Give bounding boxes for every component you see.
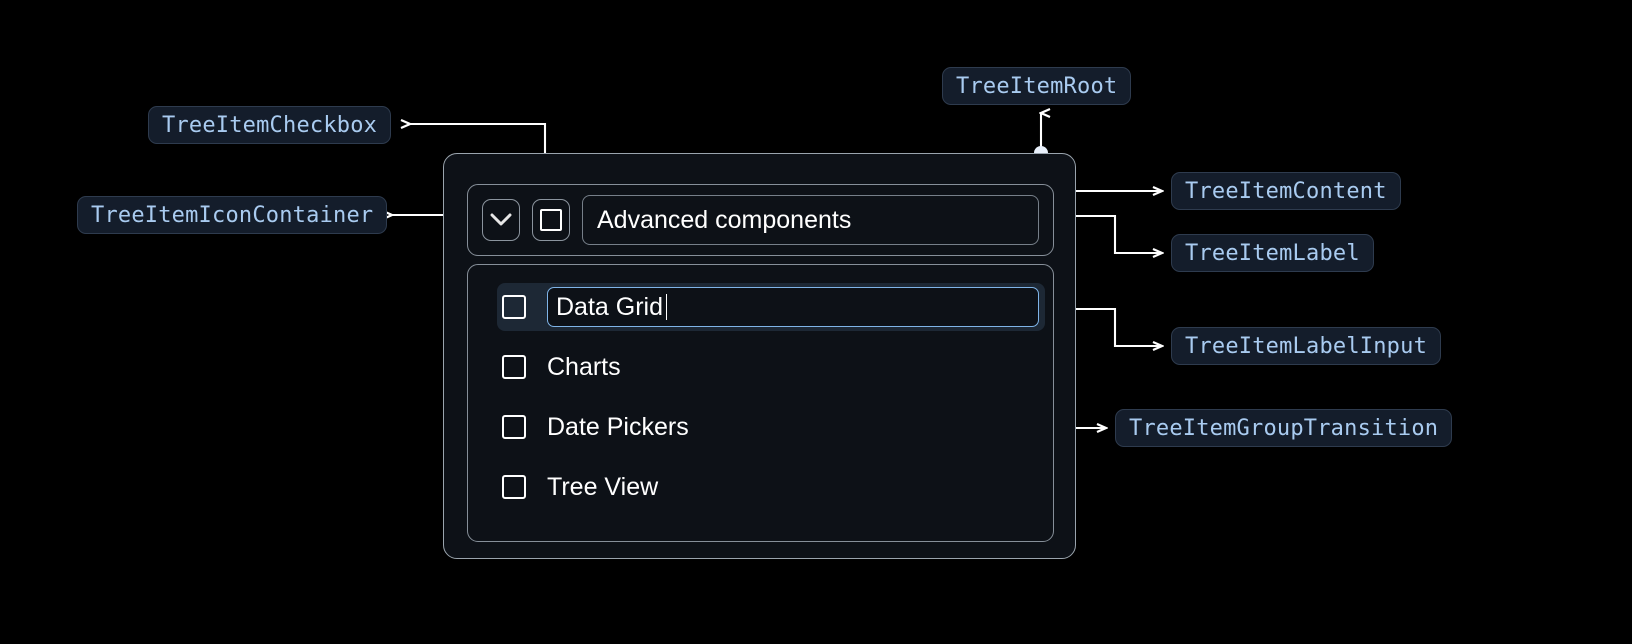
wire-label-input bbox=[1041, 307, 1162, 346]
chevron-down-icon bbox=[490, 213, 512, 226]
tree-row[interactable]: Data Grid bbox=[497, 283, 1045, 331]
checkbox-box-icon bbox=[540, 209, 562, 231]
tree-item-label: Charts bbox=[547, 352, 621, 381]
tree-item-label[interactable]: Advanced components bbox=[582, 195, 1039, 245]
tree-item-checkbox[interactable] bbox=[502, 355, 526, 379]
annotation-badge-content: TreeItemContent bbox=[1171, 172, 1401, 210]
tree-item-group-transition: Data Grid Charts Date Pickers Tree View bbox=[467, 264, 1054, 542]
tree-item-checkbox[interactable] bbox=[502, 415, 526, 439]
tree-item-icon-container[interactable] bbox=[482, 199, 520, 241]
tree-item-label-input[interactable]: Data Grid bbox=[547, 287, 1039, 327]
annotation-badge-group-transition: TreeItemGroupTransition bbox=[1115, 409, 1453, 447]
tree-item-root[interactable]: Advanced components Data Grid Charts Dat… bbox=[443, 153, 1076, 559]
tree-item-checkbox[interactable] bbox=[502, 295, 526, 319]
tree-item-label: Tree View bbox=[547, 472, 659, 501]
text-caret bbox=[665, 294, 668, 320]
tree-item-content[interactable]: Advanced components bbox=[467, 184, 1054, 256]
tree-item-label: Date Pickers bbox=[547, 412, 689, 441]
tree-row[interactable]: Tree View bbox=[497, 463, 1045, 511]
annotation-badge-checkbox: TreeItemCheckbox bbox=[148, 106, 392, 144]
annotation-badge-label: TreeItemLabel bbox=[1171, 234, 1374, 272]
tree-row[interactable]: Date Pickers bbox=[497, 403, 1045, 451]
wire-label bbox=[1041, 214, 1162, 253]
tree-item-checkbox[interactable] bbox=[532, 199, 570, 241]
annotation-badge-label-input: TreeItemLabelInput bbox=[1171, 327, 1442, 365]
annotation-badge-icon-container: TreeItemIconContainer bbox=[77, 196, 388, 234]
tree-item-label-text: Advanced components bbox=[597, 205, 852, 234]
annotation-badge-root: TreeItemRoot bbox=[942, 67, 1132, 105]
tree-row[interactable]: Charts bbox=[497, 343, 1045, 391]
label-input-value: Data Grid bbox=[556, 292, 663, 321]
tree-item-checkbox[interactable] bbox=[502, 475, 526, 499]
